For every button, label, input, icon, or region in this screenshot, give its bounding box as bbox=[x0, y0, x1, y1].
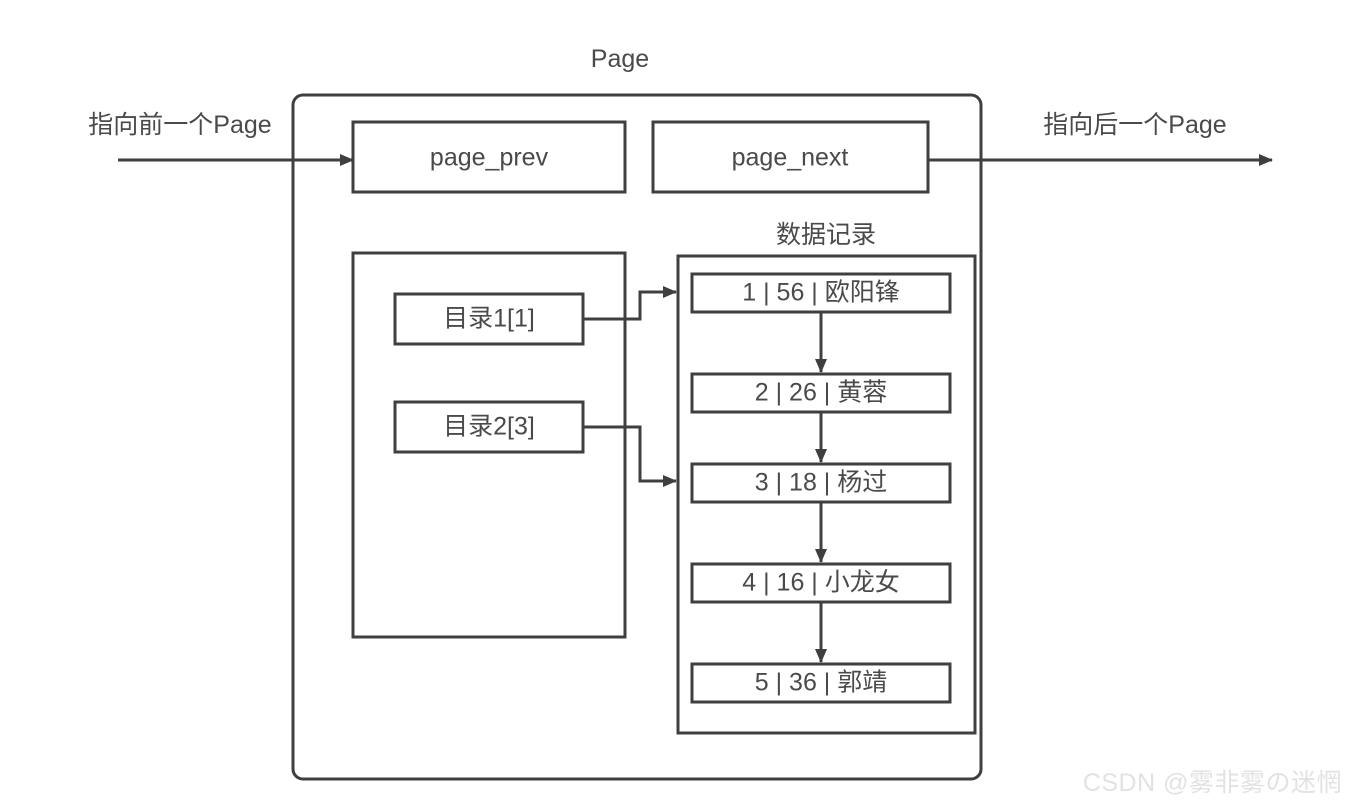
page-prev-label: page_prev bbox=[430, 144, 549, 172]
directory-container bbox=[351, 251, 627, 639]
record-row-5[interactable] bbox=[690, 662, 952, 704]
record-row-1-label: 1 | 56 | 欧阳锋 bbox=[742, 279, 899, 307]
page-prev-box[interactable] bbox=[351, 120, 627, 194]
csdn-watermark: CSDN @雾非雾の迷惘 bbox=[1082, 769, 1342, 797]
record-row-2-label: 2 | 26 | 黄蓉 bbox=[755, 379, 887, 407]
directory-1-to-record-1-connector bbox=[583, 286, 677, 321]
directory-slot-2-label: 目录2[3] bbox=[443, 413, 535, 441]
page-container bbox=[291, 93, 983, 781]
record-row-5-label: 5 | 36 | 郭靖 bbox=[755, 669, 887, 697]
next-pointer-label: 指向后一个Page bbox=[1043, 111, 1226, 139]
record-row-4-label: 4 | 16 | 小龙女 bbox=[742, 569, 899, 597]
prev-pointer-label: 指向前一个Page bbox=[88, 111, 271, 139]
directory-2-to-record-3-connector bbox=[583, 425, 677, 487]
data-records-label: 数据记录 bbox=[776, 221, 876, 249]
data-records-container bbox=[676, 254, 977, 735]
page-next-label: page_next bbox=[732, 144, 849, 172]
record-row-3-label: 3 | 18 | 杨过 bbox=[755, 469, 887, 497]
directory-slot-1-label: 目录1[1] bbox=[443, 305, 535, 333]
page-next-box[interactable] bbox=[651, 120, 930, 194]
page-title: Page bbox=[591, 45, 649, 73]
